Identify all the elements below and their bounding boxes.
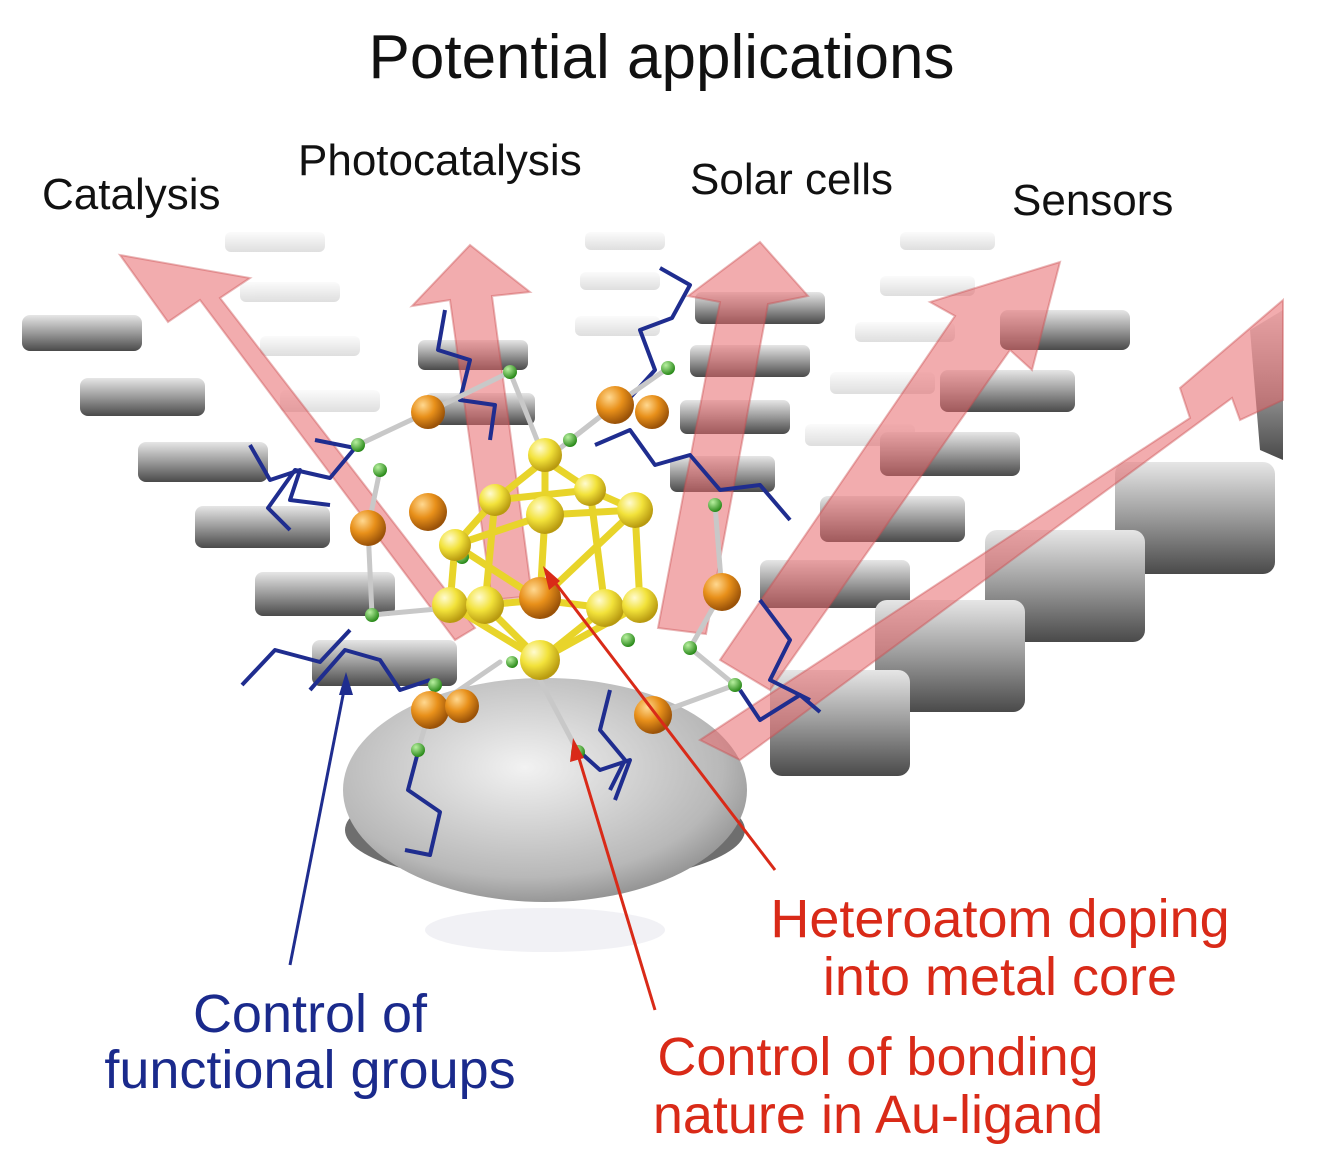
annotation-pointers xyxy=(288,566,777,1011)
faint-step xyxy=(880,276,975,296)
sulfur-atom xyxy=(703,573,741,611)
sulfur-atom xyxy=(350,510,386,546)
small-atom xyxy=(728,678,742,692)
annotation-line: Control of xyxy=(192,984,428,1044)
ligand-bond xyxy=(240,628,352,687)
label-photocatalysis: Photocatalysis xyxy=(298,136,582,185)
ligand-bond xyxy=(266,438,357,532)
stair-step xyxy=(195,506,330,548)
small-atom xyxy=(428,678,442,692)
small-atom xyxy=(503,365,517,379)
gold-atom xyxy=(526,496,564,534)
annotation-line: functional groups xyxy=(104,1040,516,1100)
faint-step xyxy=(585,232,665,250)
gold-atom xyxy=(432,587,468,623)
faint-step xyxy=(900,232,995,250)
au-core-atoms xyxy=(432,438,658,680)
faint-step xyxy=(225,232,325,252)
ligand-bond xyxy=(436,309,497,441)
sensors-arrow xyxy=(718,260,1062,692)
figure-title: Potential applications xyxy=(368,23,955,92)
gold-atom xyxy=(622,587,658,623)
small-atom xyxy=(411,743,425,757)
ligand-bond xyxy=(758,598,811,702)
ligand-bond xyxy=(404,751,442,857)
catalysis-arrow xyxy=(117,253,477,642)
ligand-bond xyxy=(626,266,692,402)
annotation-bonding: Control of bonding nature in Au-ligand xyxy=(598,1028,1158,1144)
front-arrow xyxy=(697,297,1284,762)
annotation-doping: Heteroatom doping into metal core xyxy=(715,890,1285,1006)
ligand-bond xyxy=(738,688,822,722)
faint-step xyxy=(280,390,380,412)
small-atom xyxy=(365,608,379,622)
faint-step xyxy=(240,282,340,302)
small-atom xyxy=(621,633,635,647)
ligand-bond xyxy=(598,689,627,791)
small-atom xyxy=(661,361,675,375)
bonding-arrowhead xyxy=(570,738,584,762)
small-atom xyxy=(563,433,577,447)
small-atom xyxy=(683,641,697,655)
gold-atom xyxy=(528,438,562,472)
ligand-bond xyxy=(308,648,431,692)
doping-arrowhead xyxy=(543,566,560,590)
stair-step xyxy=(255,572,395,616)
label-catalysis: Catalysis xyxy=(42,170,221,219)
ligand-chains xyxy=(240,266,822,857)
faint-step xyxy=(580,272,660,290)
label-sensors: Sensors xyxy=(1012,176,1174,225)
functional-groups-pointer xyxy=(288,679,348,966)
ligand-bond xyxy=(248,444,331,507)
annotation-line: into metal core xyxy=(822,947,1178,1007)
sulfur-atom xyxy=(409,493,447,531)
annotation-line: nature in Au-ligand xyxy=(652,1085,1104,1145)
stair-step xyxy=(22,315,142,351)
ligand-bond xyxy=(578,750,632,801)
base-disc xyxy=(343,678,747,952)
gold-atom xyxy=(586,589,624,627)
annotation-line: Heteroatom doping xyxy=(770,889,1230,949)
gold-atom xyxy=(466,586,504,624)
bond xyxy=(537,677,581,755)
sulfur-atom xyxy=(596,386,634,424)
stair-step xyxy=(138,442,268,482)
sulfur-atom xyxy=(445,689,479,723)
small-atom xyxy=(373,463,387,477)
functional-groups-arrowhead xyxy=(339,672,353,695)
gold-atom xyxy=(479,484,511,516)
stair-step xyxy=(1115,462,1275,574)
faint-step xyxy=(260,336,360,356)
sulfur-atom xyxy=(411,395,445,429)
annotation-line: Control of bonding xyxy=(657,1027,1099,1087)
gold-atom xyxy=(520,640,560,680)
background-staircase xyxy=(225,232,995,446)
doping-pointer xyxy=(545,571,777,871)
bonding-pointer xyxy=(573,744,657,1011)
gold-atom xyxy=(439,529,471,561)
ligand-bond xyxy=(594,428,792,522)
small-atom xyxy=(506,656,518,668)
sulfur-atoms xyxy=(350,386,741,734)
label-solar-cells: Solar cells xyxy=(690,155,893,204)
sulfur-atom xyxy=(411,691,449,729)
annotation-functional-groups: Control of functional groups xyxy=(55,986,565,1098)
small-atom xyxy=(351,438,365,452)
gold-atom xyxy=(617,492,653,528)
stair-step xyxy=(80,378,205,416)
sulfur-atom xyxy=(635,395,669,429)
left-staircase xyxy=(22,315,457,686)
faint-step xyxy=(855,322,955,342)
small-atom xyxy=(708,498,722,512)
gold-atom xyxy=(574,474,606,506)
bond xyxy=(687,645,738,688)
